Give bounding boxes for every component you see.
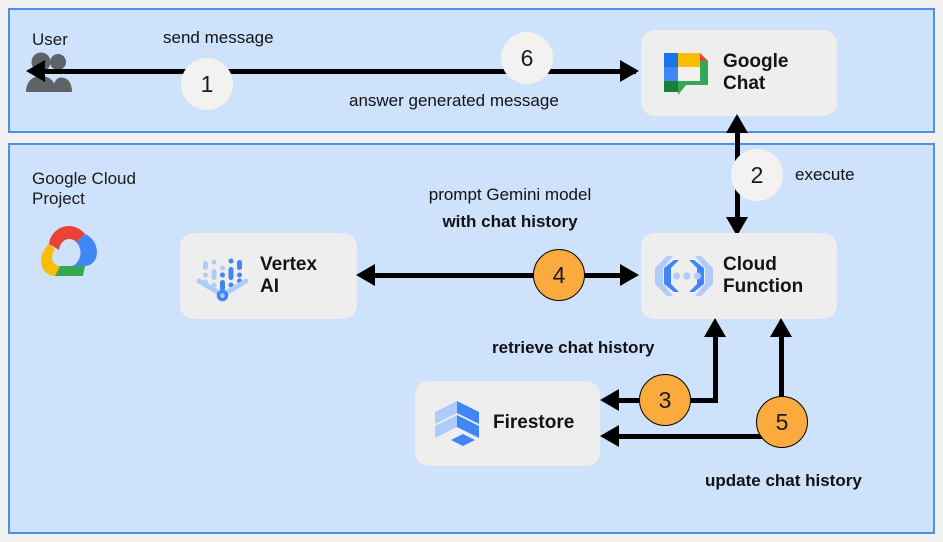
edge-arrowhead-1 [26,60,45,82]
edge-arrowhead-3-left [600,389,619,411]
edge-arrowhead-5-up [770,318,792,337]
node-cloud-function-label: Cloud Function [723,253,804,297]
caption-update-chat-history: update chat history [705,471,862,490]
step-badge-3: 3 [639,374,691,426]
node-google-chat-label: Google Chat [723,50,789,94]
edge-line-1 [44,69,636,74]
caption-prompt-gemini-line2: with chat history [442,212,578,231]
panel-user-title: User [32,30,68,49]
edge-line-5-vertical [779,330,784,430]
edge-arrowhead-4-right [620,264,639,286]
node-google-chat[interactable]: Google Chat [641,30,837,116]
edge-arrowhead-2-down [726,217,748,236]
caption-prompt-gemini-line1: prompt Gemini model [428,185,592,204]
caption-answer-generated-message: answer generated message [349,91,559,110]
edge-line-3-vertical [713,330,718,403]
node-vertex-ai-label: Vertex AI [260,253,318,297]
step-badge-6: 6 [501,32,553,84]
step-badge-5: 5 [756,396,808,448]
step-badge-4: 4 [533,249,585,301]
edge-arrowhead-2-up [726,114,748,133]
node-firestore-label: Firestore [493,412,575,434]
step-badge-1: 1 [181,58,233,110]
edge-line-4 [372,273,628,278]
edge-arrowhead-6 [620,60,639,82]
node-firestore[interactable]: Firestore [415,381,600,466]
caption-retrieve-chat-history: retrieve chat history [492,338,655,357]
edge-arrowhead-4-left [356,264,375,286]
caption-send-message: send message [163,28,274,47]
panel-google-cloud-project-title: Google Cloud Project [32,169,136,209]
firestore-icon [429,396,485,452]
caption-execute: execute [795,165,855,184]
node-vertex-ai[interactable]: Vertex AI [180,233,357,319]
cloud-function-icon [651,248,717,304]
edge-line-5-horizontal [618,434,783,439]
node-cloud-function[interactable]: Cloud Function [641,233,837,319]
vertex-ai-icon [190,245,252,307]
edge-arrowhead-5-left [600,425,619,447]
step-badge-2: 2 [731,149,783,201]
google-chat-icon [653,42,715,104]
google-cloud-icon [36,222,102,280]
edge-arrowhead-3-up [704,318,726,337]
